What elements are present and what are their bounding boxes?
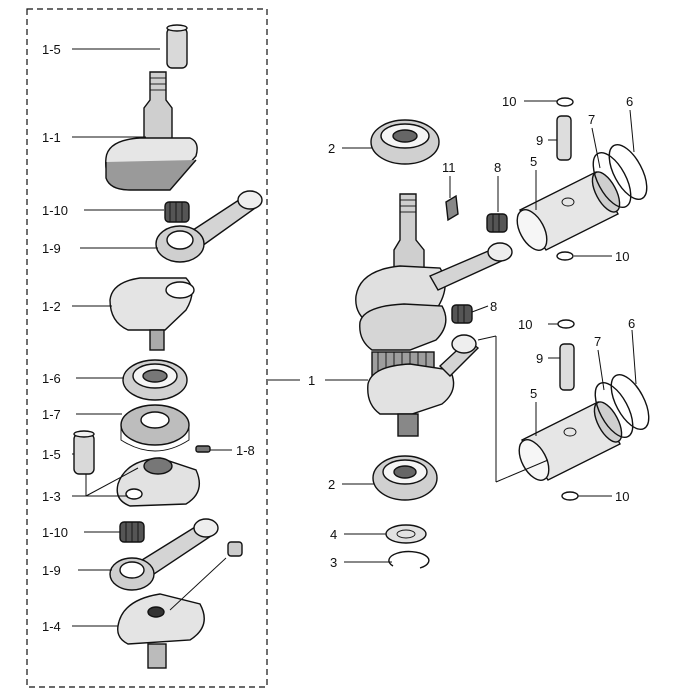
label-6-lower: 6 xyxy=(628,316,635,331)
label-10-a: 10 xyxy=(502,94,516,109)
label-1-2: 1-2 xyxy=(42,299,61,314)
label-8-lower: 8 xyxy=(490,299,497,314)
label-4: 4 xyxy=(330,527,337,542)
label-1: 1 xyxy=(308,373,315,388)
piston-rings-lower xyxy=(594,374,650,438)
piston-upper xyxy=(516,171,621,251)
small-pin xyxy=(227,541,243,557)
needle-bearing-lower xyxy=(119,521,145,543)
crank-web-middle xyxy=(109,277,195,351)
circlip-lower-bottom xyxy=(561,491,579,501)
callout-labels: 1-5 1-1 1-10 1-9 1-2 1-6 1-7 1-8 1-5 1-3… xyxy=(42,42,635,634)
main-connecting-rod-lower xyxy=(438,334,480,377)
piston-pin-lower xyxy=(559,343,575,391)
connecting-rod-lower xyxy=(109,518,219,591)
label-1-5-top: 1-5 xyxy=(42,42,61,57)
label-7-upper: 7 xyxy=(588,112,595,127)
label-1-6: 1-6 xyxy=(42,371,61,386)
piston-rings-upper xyxy=(592,144,648,208)
woodruff-key xyxy=(445,194,459,222)
upper-crank-shaft xyxy=(105,71,198,191)
label-1-3: 1-3 xyxy=(42,489,61,504)
subassembly-dashed-box xyxy=(26,8,268,688)
main-connecting-rod-upper xyxy=(429,242,513,291)
label-9-lower: 9 xyxy=(536,351,543,366)
label-6-upper: 6 xyxy=(626,94,633,109)
piston-pin-upper xyxy=(556,115,572,161)
leader-lines xyxy=(72,48,637,627)
label-2-lower: 2 xyxy=(328,477,335,492)
small-end-bearing-upper xyxy=(486,213,508,233)
main-crankshaft xyxy=(355,193,455,437)
label-1-8: 1-8 xyxy=(236,443,255,458)
needle-bearing-upper xyxy=(164,201,190,223)
label-5-upper: 5 xyxy=(530,154,537,169)
lower-crank-shaft xyxy=(117,557,227,669)
circlip-upper-top xyxy=(556,97,574,107)
snap-ring xyxy=(388,550,430,569)
circlip-upper-bottom xyxy=(556,251,574,261)
main-bearing-upper xyxy=(370,119,440,165)
label-2-upper: 2 xyxy=(328,141,335,156)
label-10-d: 10 xyxy=(615,489,629,504)
main-bearing-lower xyxy=(372,455,438,501)
label-1-9-lower: 1-9 xyxy=(42,563,61,578)
crank-pin-top xyxy=(166,24,188,69)
label-5-lower: 5 xyxy=(530,386,537,401)
dowel-pin xyxy=(195,445,211,453)
gear-left xyxy=(120,404,190,452)
circlip-lower-top xyxy=(557,319,575,329)
label-7-lower: 7 xyxy=(594,334,601,349)
crank-pin-lower xyxy=(73,430,95,475)
crank-web-lower xyxy=(116,457,200,507)
piston-lower xyxy=(518,401,623,481)
label-1-5-lower: 1-5 xyxy=(42,447,61,462)
label-8-upper: 8 xyxy=(494,160,501,175)
label-10-b: 10 xyxy=(615,249,629,264)
connecting-rod-upper xyxy=(155,190,263,263)
label-10-c: 10 xyxy=(518,317,532,332)
label-3: 3 xyxy=(330,555,337,570)
ball-bearing-left xyxy=(122,359,188,401)
thrust-washer xyxy=(385,524,427,544)
label-1-7: 1-7 xyxy=(42,407,61,422)
label-1-10-lower: 1-10 xyxy=(42,525,68,540)
label-1-4: 1-4 xyxy=(42,619,61,634)
label-9-upper: 9 xyxy=(536,133,543,148)
label-1-10-top: 1-10 xyxy=(42,203,68,218)
label-11: 11 xyxy=(442,160,456,175)
small-end-bearing-lower xyxy=(451,304,473,324)
label-1-1: 1-1 xyxy=(42,130,61,145)
label-1-9-top: 1-9 xyxy=(42,241,61,256)
